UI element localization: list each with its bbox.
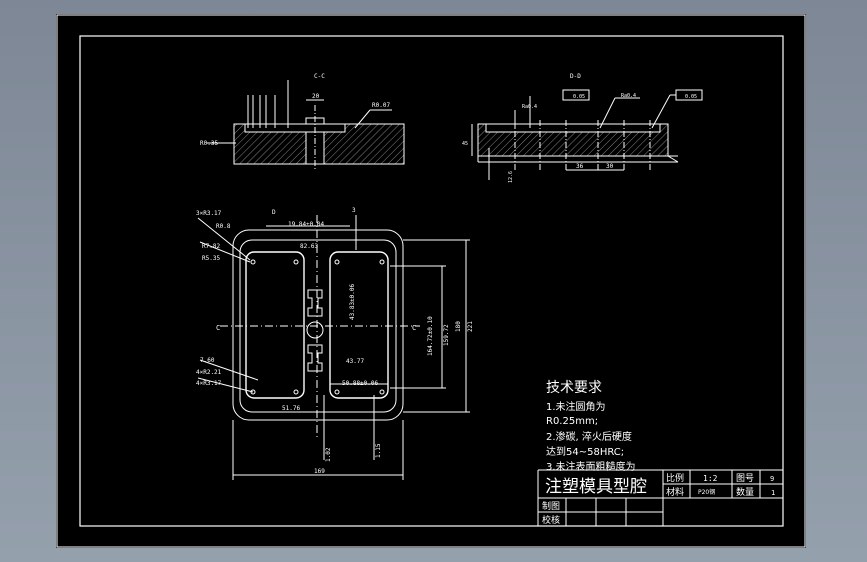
plan-dim-180: 180 bbox=[455, 321, 462, 332]
tech-line-3: 2.渗碳, 淬火后硬度 bbox=[546, 430, 632, 443]
material-label: 材料 bbox=[666, 486, 684, 498]
plan-dim-3: 3 bbox=[352, 207, 356, 214]
tech-line-5: 3.未注表面粗糙度为 bbox=[546, 460, 636, 473]
tech-requirements: 技术要求 1.未注圆角为 R0.25mm; 2.渗碳, 淬火后硬度 达到54~5… bbox=[546, 380, 636, 473]
quantity-label: 数量 bbox=[736, 486, 754, 498]
plan-dim-221: 221 bbox=[467, 321, 474, 332]
dd-tolerance-1: 0.05 bbox=[573, 94, 585, 100]
tech-line-4: 达到54~58HRC; bbox=[546, 446, 624, 458]
dd-dim-126: 12.6 bbox=[508, 171, 514, 183]
dd-roughness-2: Ra0.4 bbox=[621, 93, 636, 99]
material-value: P20钢 bbox=[698, 488, 715, 496]
plan-dim-r535: R5.35 bbox=[202, 255, 220, 262]
plan-dim-width: 19.84±0.04 bbox=[288, 221, 325, 228]
drawing-number-value: 9 bbox=[770, 475, 774, 483]
plan-dim-r08: R0.8 bbox=[216, 223, 231, 230]
plan-dim-115: 1.15 bbox=[375, 443, 382, 458]
plan-dim-4383: 43.83±0.06 bbox=[349, 283, 356, 320]
plan-dim-15972: 159.72 bbox=[443, 324, 450, 346]
plan-dim-5088: 50.88±0.06 bbox=[342, 380, 379, 387]
checked-by-label: 校核 bbox=[542, 514, 560, 526]
plan-section-c-right: C bbox=[412, 324, 416, 332]
outer-border bbox=[56, 14, 806, 548]
section-dd-label: D-D bbox=[570, 73, 581, 80]
plan-dim-16472: 164.72±0.10 bbox=[427, 316, 434, 356]
plan-section-d: D bbox=[272, 209, 276, 216]
dd-dim-30: 30 bbox=[606, 163, 614, 170]
plan-dim-760: 7.60 bbox=[200, 357, 215, 364]
cc-r07-dim: R0.07 bbox=[372, 102, 390, 109]
cad-drawing: C-C R0.35 20 R0.07 D-D Ra0.4 Ra0.4 0.05 … bbox=[56, 14, 806, 548]
quantity-value: 1 bbox=[771, 489, 775, 497]
tech-line-2: R0.25mm; bbox=[546, 416, 598, 427]
plan-dim-8263: 82.63 bbox=[300, 243, 318, 250]
plan-dim-r782: R7.82 bbox=[202, 243, 220, 250]
drawing-sheet: C-C R0.35 20 R0.07 D-D Ra0.4 Ra0.4 0.05 … bbox=[56, 14, 806, 548]
plan-view bbox=[197, 215, 470, 480]
dd-height-dim: 45 bbox=[462, 141, 468, 147]
plan-dim-r221: 4×R2.21 bbox=[196, 369, 222, 376]
section-dd bbox=[471, 89, 703, 180]
section-cc bbox=[207, 80, 405, 170]
plan-dim-4377: 43.77 bbox=[346, 358, 364, 365]
scale-value: 1:2 bbox=[703, 474, 718, 483]
cc-radius-dim: R0.35 bbox=[200, 140, 218, 147]
cc-width-dim: 20 bbox=[312, 93, 320, 100]
plan-section-c-left: C bbox=[216, 324, 220, 332]
dd-tolerance-2: 0.05 bbox=[685, 94, 697, 100]
drawn-by-label: 制图 bbox=[542, 500, 560, 512]
tech-line-1: 1.未注圆角为 bbox=[546, 400, 606, 413]
scale-label: 比例 bbox=[666, 472, 684, 484]
plan-dim-5176: 51.76 bbox=[282, 405, 300, 412]
drawing-number-label: 图号 bbox=[736, 473, 754, 484]
plan-dim-r317b: 4×R3.17 bbox=[196, 380, 222, 387]
dd-roughness-1: Ra0.4 bbox=[522, 104, 537, 110]
plan-dim-r317: 3×R3.17 bbox=[196, 210, 222, 217]
drawing-title: 注塑模具型腔 bbox=[545, 477, 647, 497]
tech-heading: 技术要求 bbox=[546, 380, 602, 396]
plan-dim-102: 1.02 bbox=[325, 447, 332, 462]
dd-dim-36: 36 bbox=[576, 163, 584, 170]
section-cc-label: C-C bbox=[314, 73, 325, 80]
inner-frame bbox=[79, 35, 784, 527]
plan-dim-169: 169 bbox=[314, 468, 325, 475]
title-block bbox=[537, 469, 783, 526]
